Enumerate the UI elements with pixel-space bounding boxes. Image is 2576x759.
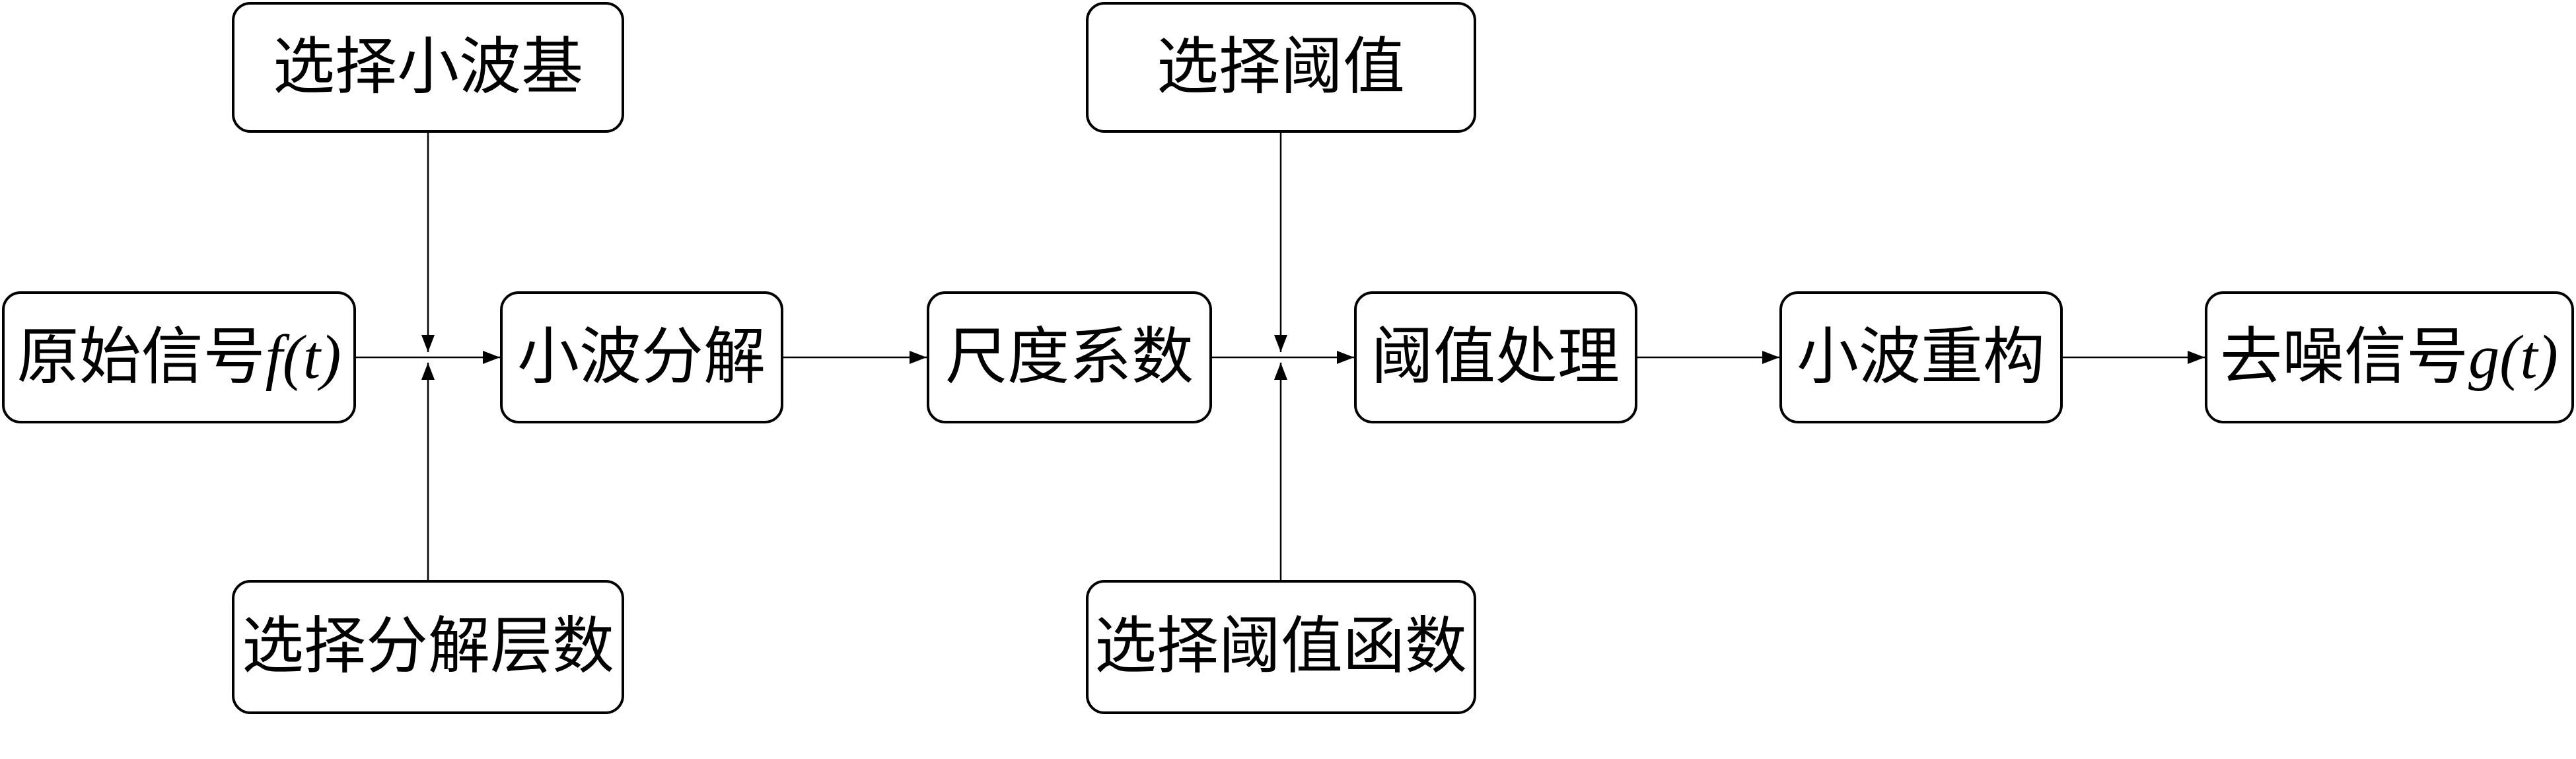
node-label: 选择小波基 <box>273 33 583 102</box>
node-box <box>2205 291 2574 423</box>
label-text: 选择阈值 <box>1157 33 1405 102</box>
connectors <box>355 131 2205 581</box>
node-wavelet-reconstruction: 小波重构 <box>1779 291 2063 423</box>
node-label: 去噪信号g(t) <box>2220 323 2558 392</box>
node-box <box>232 2 624 133</box>
node-box <box>1086 2 1476 133</box>
label-text: 小波分解 <box>517 323 766 392</box>
node-box <box>500 291 783 423</box>
node-threshold-function: 选择阈值函数 <box>1086 580 1476 714</box>
label-text: 选择小波基 <box>273 33 583 102</box>
node-scale-coefficients: 尺度系数 <box>927 291 1212 423</box>
label-text: 去噪信号 <box>2220 323 2468 392</box>
node-label: 选择阈值 <box>1157 33 1405 102</box>
node-label: 阈值处理 <box>1371 323 1620 392</box>
node-box <box>1354 291 1637 423</box>
node-decomposition-levels: 选择分解层数 <box>232 580 624 714</box>
label-text: 尺度系数 <box>945 323 1194 392</box>
node-box <box>927 291 1212 423</box>
signal-symbol: g(t) <box>2468 323 2558 392</box>
node-wavelet-basis: 选择小波基 <box>232 2 624 133</box>
label-text: 阈值处理 <box>1371 323 1620 392</box>
label-text: 选择阈值函数 <box>1094 612 1467 681</box>
label-text: 小波重构 <box>1797 323 2045 392</box>
node-denoised-signal: 去噪信号g(t) <box>2205 291 2574 423</box>
node-label: 选择阈值函数 <box>1094 612 1467 681</box>
node-select-threshold: 选择阈值 <box>1086 2 1476 133</box>
node-wavelet-decomposition: 小波分解 <box>500 291 783 423</box>
node-box <box>232 580 624 714</box>
signal-symbol: f(t) <box>266 323 341 392</box>
node-original-signal: 原始信号f(t) <box>2 291 356 423</box>
node-box <box>2 291 356 423</box>
node-label: 原始信号f(t) <box>17 323 341 392</box>
node-threshold-processing: 阈值处理 <box>1354 291 1637 423</box>
node-box <box>1086 580 1476 714</box>
label-text: 原始信号 <box>17 323 266 392</box>
node-label: 小波分解 <box>517 323 766 392</box>
node-label: 小波重构 <box>1797 323 2045 392</box>
node-box <box>1779 291 2063 423</box>
node-label: 选择分解层数 <box>242 612 614 681</box>
node-label: 尺度系数 <box>945 323 1194 392</box>
label-text: 选择分解层数 <box>242 612 614 681</box>
